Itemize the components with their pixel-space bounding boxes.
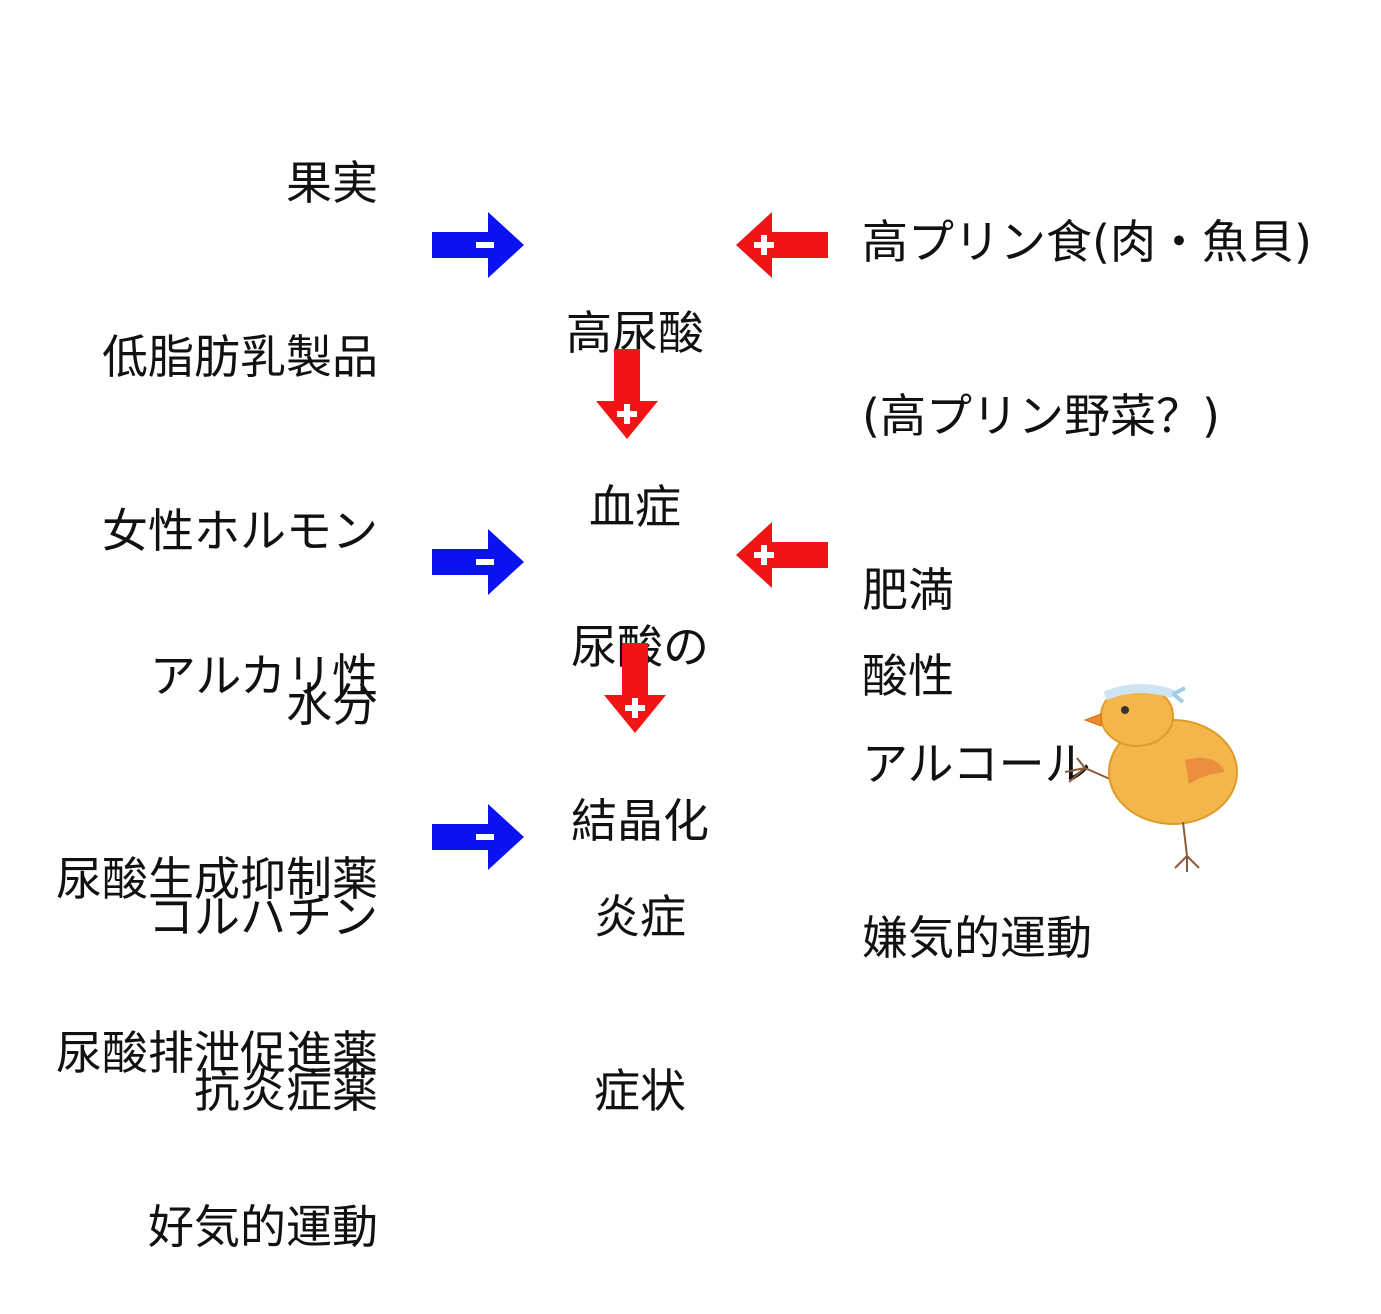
right-factors-crystallization: 酸性 xyxy=(862,531,954,763)
factor-colchicine: コルハチン xyxy=(148,890,378,944)
inhibit-arrow-inflammation-icon xyxy=(432,804,524,870)
factor-lowfat-dairy: 低脂肪乳製品 xyxy=(102,330,378,384)
promote-arrow-crystallization-icon xyxy=(736,522,828,588)
factor-water: 水分 xyxy=(286,678,378,732)
factor-fruit: 果実 xyxy=(286,156,378,210)
node-inflammation-line2: 症状 xyxy=(594,1064,686,1118)
factor-alkaline: アルカリ性 xyxy=(149,649,378,703)
factor-anaerobic-exercise: 嫌気的運動 xyxy=(862,911,1092,965)
factor-female-hormone: 女性ホルモン xyxy=(102,504,378,558)
node-inflammation-line1: 炎症 xyxy=(594,890,686,944)
node-hyperuricemia-line2: 血症 xyxy=(589,480,681,534)
promote-arrow-down-2-icon xyxy=(604,643,666,733)
factor-obesity: 肥満 xyxy=(862,563,954,617)
left-factors-crystallization: アルカリ性 xyxy=(150,531,378,763)
factor-acidic: 酸性 xyxy=(862,649,954,703)
promote-arrow-hyperuricemia-icon xyxy=(736,212,828,278)
promote-arrow-down-1-icon xyxy=(596,349,658,439)
factor-urate-lowering-drug: 尿酸生成抑制薬 xyxy=(56,852,378,906)
node-inflammation: 炎症 症状 xyxy=(545,772,735,1178)
factor-high-purine-vegetables: (高プリン野菜？) xyxy=(862,389,1220,443)
factor-alcohol: アルコール xyxy=(862,737,1091,791)
node-crystallization-line2: 結晶化 xyxy=(571,794,709,848)
inhibit-arrow-hyperuricemia-icon xyxy=(432,212,524,278)
factor-anti-inflammatory: 抗炎症薬 xyxy=(194,1064,378,1118)
factor-high-purine-food: 高プリン食(肉・魚貝) xyxy=(862,215,1312,269)
chick-illustration xyxy=(1064,683,1238,872)
left-factors-inflammation: コルハチン 抗炎症薬 xyxy=(148,772,378,1178)
inhibit-arrow-crystallization-icon xyxy=(432,529,524,595)
factor-aerobic-exercise: 好気的運動 xyxy=(148,1200,378,1254)
